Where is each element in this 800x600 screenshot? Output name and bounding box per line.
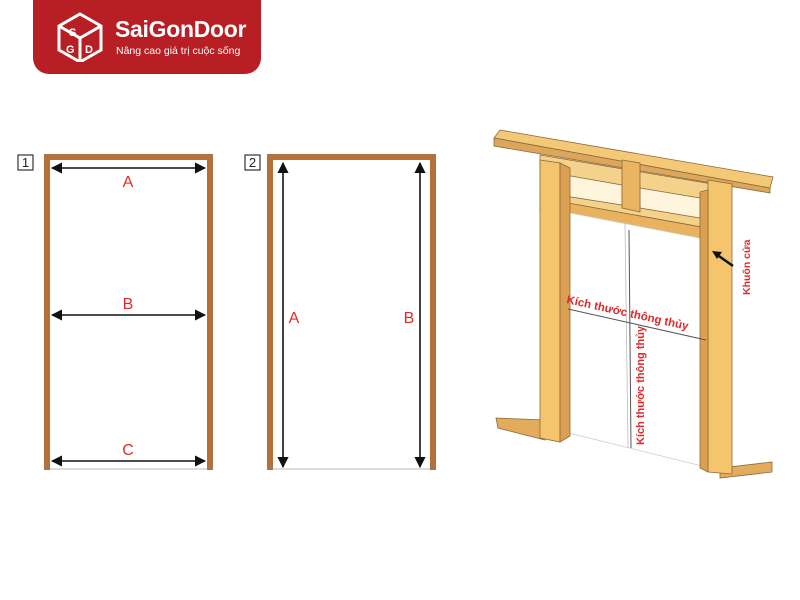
figure-1-label-b: B [123,296,134,313]
svg-text:D: D [85,44,93,56]
figure-2-number: 2 [249,155,256,170]
left-jamb-side [559,162,571,443]
figure-1-width-measurement: 1 A B C [17,154,213,470]
brand-logo[interactable]: S G D SaiGonDoor Nâng cao giá trị cuộc s… [33,0,261,74]
figure-2-label-b: B [404,310,415,327]
left-jamb-front [539,159,561,443]
clear-height-line [628,229,632,449]
figure-1-label-a: A [123,174,134,191]
logo-cube-icon: S G D [57,12,103,62]
svg-text:G: G [66,44,75,56]
brand-slogan: Nâng cao giá trị cuộc sống [116,45,241,57]
figure-1-number-box [17,154,34,171]
frame-label: Khuôn cửa [741,239,753,295]
figure-2-height-measurement: 2 A B [244,154,436,470]
left-floor-plate [495,417,546,441]
figure-3-wooden-frame [493,129,774,479]
figure-2-label-a: A [289,310,300,327]
clear-width-line [567,308,707,341]
svg-text:S: S [69,27,76,39]
figure-2-number-box [244,154,261,171]
right-jamb-front [707,179,733,475]
figure-1-label-c: C [122,442,134,459]
brand-name: SaiGonDoor [115,16,247,42]
right-jamb-side [699,189,709,473]
clear-height-label: Kích thước thông thủy [635,325,647,445]
opening-center-line [624,222,629,449]
figure-1-number: 1 [22,155,29,170]
frame-pointer-arrowhead [712,251,722,259]
right-floor-plate [719,461,773,479]
transom-stud [621,159,641,213]
